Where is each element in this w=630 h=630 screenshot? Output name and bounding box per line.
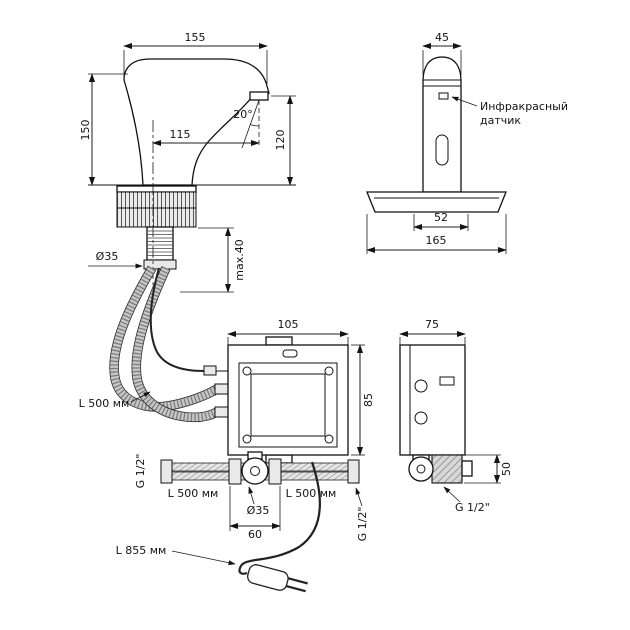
dim-label-75: 75: [425, 318, 439, 331]
box-slot: [282, 349, 298, 358]
valve-thread-leader: [443, 486, 461, 503]
dim-label-60: 60: [248, 528, 262, 541]
power-plug: [247, 564, 308, 593]
faucet-side-view: [88, 58, 296, 290]
angle-valve: [408, 456, 434, 482]
port-circle: [414, 411, 428, 425]
sensor-cable: [149, 267, 205, 372]
base-flange: [116, 185, 197, 193]
sensor-leader: [451, 96, 478, 107]
pipe-length-label-left: L 500 мм: [168, 487, 219, 500]
spout-slot: [435, 134, 449, 166]
screw-icon: [242, 434, 252, 444]
hose-length-label: L 500 мм: [79, 397, 130, 410]
dim-label-45: 45: [435, 31, 449, 44]
plug-pin: [285, 584, 306, 593]
faucet-body-outline: [123, 58, 270, 186]
screw-icon: [324, 366, 334, 376]
inlet-pipes: L 500 мм G 1/2" L 500 мм L 500 мм Ø35 60…: [79, 391, 369, 542]
screw-icon: [324, 434, 334, 444]
plug-pin: [288, 577, 308, 585]
pipe-thread-label-left: G 1/2": [134, 454, 147, 489]
sensor-window: [438, 92, 449, 100]
sensor-annotation-line2: датчик: [480, 114, 521, 127]
control-box-side: [399, 344, 466, 456]
pipe-end-nut-right: [347, 459, 360, 484]
hose-connector-2: [214, 406, 229, 418]
dia-label-35-tee: Ø35: [247, 504, 270, 517]
thread-lines: [147, 230, 173, 256]
mounting-nut: [116, 191, 197, 228]
pipe-end-nut-left: [160, 459, 173, 484]
hose-fitting: [143, 259, 177, 270]
sensor-annotation-line1: Инфракрасный: [480, 100, 568, 113]
cord-path: [238, 461, 321, 575]
top-tab: [265, 336, 293, 346]
valve-thread-label: G 1/2": [455, 501, 490, 514]
control-box-front-view: 105 85: [227, 318, 375, 464]
dim-label-85: 85: [362, 393, 375, 407]
port-circle: [414, 379, 428, 393]
dim-label-50: 50: [500, 462, 513, 476]
dim-label-115: 115: [170, 128, 191, 141]
tee-fitting: [241, 457, 269, 485]
dim-label-105: 105: [278, 318, 299, 331]
threaded-stem: [146, 226, 174, 261]
cable-connector: [203, 365, 217, 376]
dim-label-155: 155: [185, 31, 206, 44]
valve-fitting: [431, 454, 463, 484]
faucet-front-view: Инфракрасный датчик 45 52 165: [366, 31, 568, 254]
cord-length-label: L 855 мм: [116, 544, 167, 557]
base-plate: [366, 191, 507, 213]
screw-icon: [242, 366, 252, 376]
dia-label-35-faucet: Ø35: [96, 250, 119, 263]
tee-nut-left: [228, 458, 242, 485]
control-box-side-view: 75 50 G 1/2": [399, 318, 513, 514]
dim-label-150: 150: [79, 120, 92, 141]
faucet-front-outline: [422, 56, 462, 193]
angle-label-20: 20°: [233, 108, 253, 121]
power-cord: L 855 мм: [116, 461, 321, 593]
faucet-hoses: [109, 265, 229, 423]
pipe-thread-label-mid: G 1/2": [356, 507, 369, 542]
hose-connector-1: [214, 383, 229, 395]
dim-label-165: 165: [426, 234, 447, 247]
dim-label-52: 52: [434, 211, 448, 224]
control-box: [227, 344, 349, 456]
angle-arc: [250, 124, 260, 127]
aerator: [249, 91, 269, 101]
pipe-length-label-right: L 500 мм: [286, 487, 337, 500]
dim-label-max40: max.40: [233, 239, 246, 280]
tee-nut-right: [268, 458, 282, 485]
dim-label-120: 120: [274, 130, 287, 151]
side-view-dimensions: 155 150 115 20° 120 Ø35 max.40: [79, 31, 296, 293]
